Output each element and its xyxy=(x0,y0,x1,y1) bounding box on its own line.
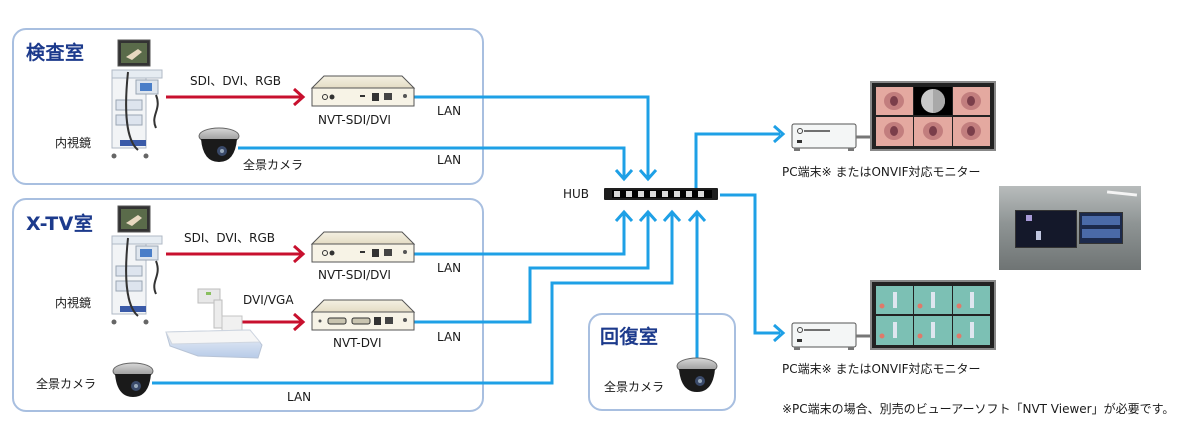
room-recovery-title: 回復室 xyxy=(600,326,659,348)
monitor-wall-photo xyxy=(999,186,1141,270)
arrow-down-icon xyxy=(614,169,634,182)
dome-camera-recovery xyxy=(676,357,718,392)
pc-monitor-label-top: PC端末※ またはONVIF対応モニター xyxy=(782,165,981,179)
lan-line-xtv-encoder-dvi xyxy=(413,213,650,324)
arrow-right-icon xyxy=(293,87,306,107)
camera-label-recovery: 全景カメラ xyxy=(604,380,665,394)
encoder-label-xtv-dvi: NVT-DVI xyxy=(333,336,382,350)
hub-ports xyxy=(614,191,704,197)
encoder-label-xtv-sdi: NVT-SDI/DVI xyxy=(318,268,391,282)
connection-label-sdi-dvi-rgb-xtv: SDI、DVI、RGB xyxy=(184,231,276,245)
lan-label-exam-camera: LAN xyxy=(437,153,462,167)
camera-label-xtv: 全景カメラ xyxy=(36,377,97,391)
lan-line-xtv-camera xyxy=(152,213,674,385)
room-exam-title: 検査室 xyxy=(26,42,85,64)
pc-monitor-label-bottom: PC端末※ またはONVIF対応モニター xyxy=(782,362,981,376)
encoder-xtv-dvi xyxy=(310,299,416,331)
room-xtv xyxy=(12,198,484,412)
arrow-up-icon xyxy=(687,209,707,222)
photo-display-left xyxy=(1015,210,1077,248)
pc-terminal-bottom xyxy=(791,322,872,350)
monitor-camera-views xyxy=(870,280,996,350)
lan-line-exam-encoder xyxy=(413,95,650,178)
arrow-down-icon xyxy=(638,169,658,182)
video-lines xyxy=(166,87,306,332)
arrow-up-icon xyxy=(638,209,658,222)
endoscope-cart-xtv xyxy=(111,205,163,325)
lan-line-exam-camera xyxy=(238,146,626,178)
lan-lines xyxy=(152,95,780,385)
endoscope-label-exam: 内視鏡 xyxy=(55,136,92,150)
lan-arrowheads xyxy=(614,124,786,343)
footnote: ※PC端末の場合、別売のビューアーソフト「NVT Viewer」が必要です。 xyxy=(782,402,1175,416)
arrow-right-icon xyxy=(773,124,786,144)
monitor-endoscopy xyxy=(870,81,996,151)
hub-label: HUB xyxy=(563,187,590,201)
connection-label-sdi-dvi-rgb-exam: SDI、DVI、RGB xyxy=(190,74,282,88)
arrow-right-icon xyxy=(293,312,306,332)
lan-label-exam-encoder: LAN xyxy=(437,104,462,118)
lan-line-hub-pc-bottom xyxy=(720,193,780,335)
lan-line-hub-pc-top xyxy=(694,132,780,190)
dome-camera-exam xyxy=(198,127,240,162)
arrow-up-icon xyxy=(614,209,634,222)
encoder-label-exam: NVT-SDI/DVI xyxy=(318,113,391,127)
photo-ceiling-light xyxy=(1106,190,1138,197)
room-exam xyxy=(12,28,484,185)
pc-terminal-top xyxy=(791,123,872,151)
endoscope-label-xtv: 内視鏡 xyxy=(55,296,92,310)
dome-camera-xtv xyxy=(112,362,154,397)
xray-table xyxy=(165,288,263,359)
arrow-right-icon xyxy=(773,323,786,343)
connection-label-dvi-vga: DVI/VGA xyxy=(243,293,294,307)
photo-display-right xyxy=(1079,212,1123,244)
room-xtv-title: X-TV室 xyxy=(26,213,94,235)
camera-label-exam: 全景カメラ xyxy=(243,158,304,172)
endoscope-cart-exam xyxy=(111,39,163,159)
lan-label-xtv-camera: LAN xyxy=(287,390,312,404)
encoder-exam-sdi-dvi xyxy=(310,75,416,107)
lan-label-xtv-encoder-dvi: LAN xyxy=(437,330,462,344)
encoder-xtv-sdi-dvi xyxy=(310,231,416,263)
arrow-right-icon xyxy=(293,244,306,264)
lan-line-xtv-encoder-sdi xyxy=(413,213,626,256)
arrow-up-icon xyxy=(662,209,682,222)
room-recovery xyxy=(588,313,736,411)
lan-label-xtv-encoder-sdi: LAN xyxy=(437,261,462,275)
hub-device xyxy=(604,188,718,200)
